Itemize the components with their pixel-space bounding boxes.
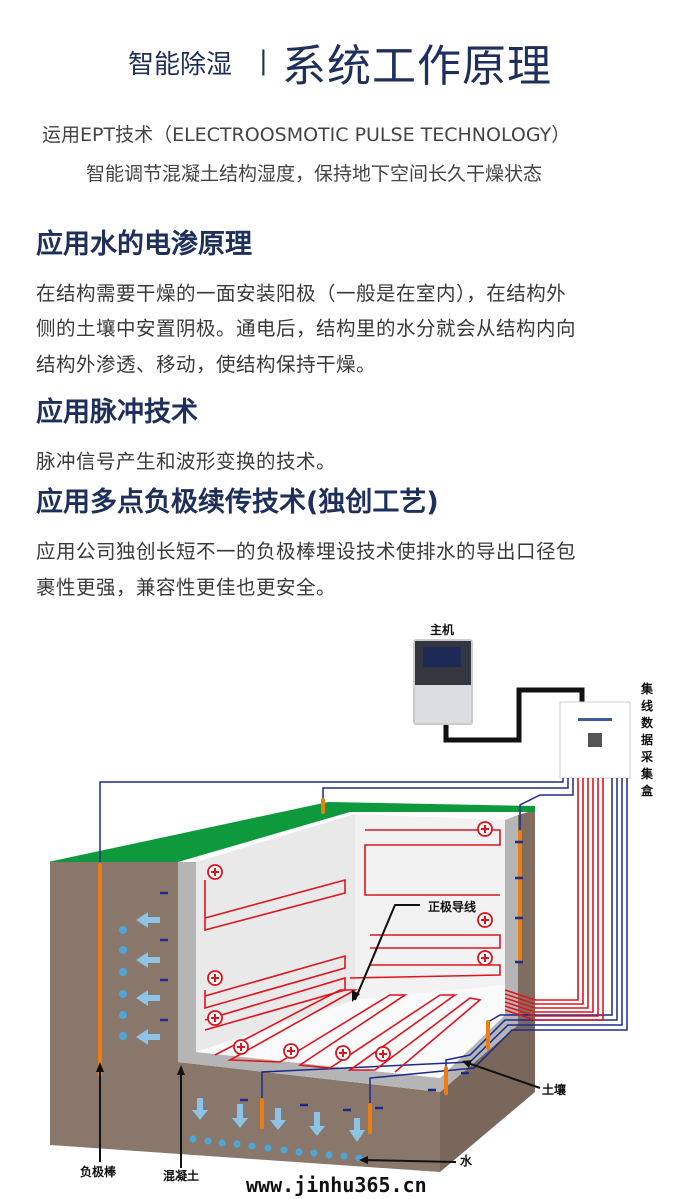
inner-left-wall [196, 814, 355, 1052]
section-heading-multipoint: 应用多点负极续传技术(独创工艺) [36, 487, 439, 518]
soil-left-face [50, 862, 440, 1172]
soil-back-right [518, 810, 535, 1025]
page-title: 系统工作原理 [282, 41, 552, 92]
svg-text:集: 集 [640, 681, 654, 696]
concrete-label: 混凝土 [163, 1168, 199, 1183]
collector-box [559, 701, 631, 779]
section-text: 裹性更强，兼容性更佳也更安全。 [36, 576, 337, 599]
host-label: 主机 [430, 622, 454, 637]
section-heading-pulse: 应用脉冲技术 [36, 397, 198, 428]
water-label: 水 [460, 1153, 473, 1168]
section-text: 在结构需要干燥的一面安装阳极（一般是在室内），在结构外 [36, 282, 567, 305]
grass-surface [48, 802, 535, 862]
title-separator: | [259, 46, 268, 76]
host-device [413, 639, 473, 725]
concrete-wall [178, 815, 518, 1092]
svg-text:集: 集 [640, 766, 654, 781]
section-heading-electroosmosis: 应用水的电渗原理 [36, 229, 252, 260]
section-text: 脉冲信号产生和波形变换的技术。 [36, 450, 337, 473]
cathode-rod-label: 负极棒 [80, 1164, 117, 1179]
pointer-arrows [99, 904, 541, 1168]
water-drops [119, 926, 363, 1162]
svg-text:线: 线 [641, 698, 653, 713]
title-prefix: 智能除湿 [128, 50, 233, 80]
arrowheads [96, 990, 472, 1164]
svg-text:采: 采 [640, 749, 653, 764]
svg-text:数: 数 [641, 715, 654, 730]
plus-signs [211, 825, 489, 1058]
watermark: www.jinhu365.cn [246, 1173, 427, 1197]
cathode-rods [98, 798, 522, 1134]
water-flow-arrows [136, 912, 365, 1142]
subtitle-line-2: 智能调节混凝土结构湿度，保持地下空间长久干燥状态 [86, 163, 543, 185]
host-cable [443, 687, 585, 743]
section-text: 结构外渗透、移动，使结构保持干燥。 [36, 353, 377, 376]
subtitle-line-1: 运用EPT技术（ELECTROOSMOTIC PULSE TECHNOLOGY） [42, 124, 571, 146]
inner-back-wall [355, 814, 505, 1000]
svg-text:据: 据 [641, 732, 653, 747]
soil-right-face [440, 1010, 535, 1172]
anode-wire-label: 正极导线 [428, 899, 476, 914]
section-text: 侧的土壤中安置阴极。通电后，结构里的水分就会从结构内向 [36, 317, 577, 340]
section-text: 应用公司独创长短不一的负极棒埋设技术使排水的导出口径包 [36, 540, 577, 563]
anode-wires [204, 778, 604, 1073]
minus-signs [160, 840, 523, 1112]
svg-text:盒: 盒 [640, 783, 654, 798]
soil-label: 土壤 [542, 1082, 567, 1097]
